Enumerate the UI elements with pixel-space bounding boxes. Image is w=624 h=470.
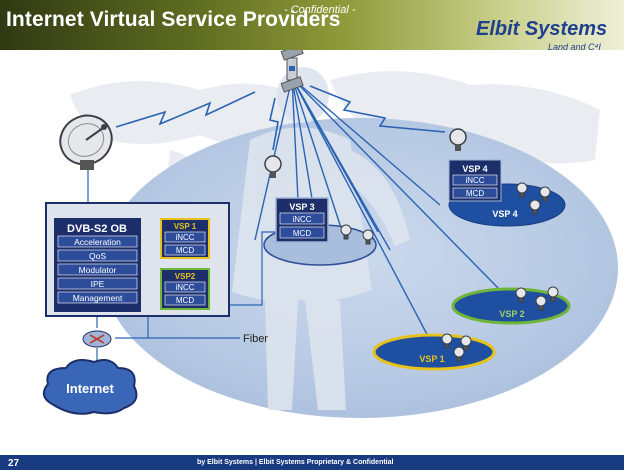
page-number: 27 (8, 458, 20, 469)
hub-dish-icon (59, 114, 113, 170)
vsp3-item-incc: iNCC (292, 215, 311, 224)
terminal-icon (362, 229, 374, 245)
vsp2-box: VSP2 iNCC MCD (160, 268, 210, 310)
fiber-label: Fiber (243, 333, 268, 345)
header-band (0, 0, 624, 50)
hub-module-label: Modulator (79, 265, 117, 275)
satellite-beams (254, 77, 501, 341)
remote-terminals (340, 182, 559, 362)
footer-text: by Elbit Systems | Elbit Systems Proprie… (197, 459, 394, 466)
vsp1-item-mcd: MCD (176, 246, 194, 255)
vsp4-gateway-dish-icon (449, 128, 467, 151)
vsp3-gateway-dish-icon (264, 155, 282, 178)
satellite-icon (280, 44, 304, 93)
company-logo-subtitle: Land and C⁴I (548, 42, 601, 52)
terminal-icon (547, 286, 559, 302)
hub-module-label: Acceleration (74, 237, 121, 247)
vsp1-title: VSP 1 (174, 222, 197, 231)
lightning-links (115, 85, 446, 151)
vsp3-box: VSP 3 iNCC MCD (275, 197, 329, 243)
vsp4-box: VSP 4 iNCC MCD (448, 159, 502, 202)
terminal-icon (529, 199, 541, 215)
terminal-icon (460, 335, 472, 351)
internet-cloud-icon (42, 359, 138, 415)
hub-module-box (57, 249, 138, 262)
vsp4-item-incc: iNCC (465, 176, 484, 185)
company-logo: Elbit Systems (476, 18, 608, 40)
vsp3-title: VSP 3 (289, 202, 314, 212)
soldier-silhouette (232, 67, 410, 410)
cluster-vsp1-label: VSP 1 (419, 354, 444, 364)
footer-bar (0, 455, 624, 470)
vsp2-title: VSP2 (175, 272, 196, 281)
cluster-vsp4-label: VSP 4 (492, 209, 517, 219)
confidential-label: - Confidential - (284, 4, 356, 16)
hub-module-box (57, 291, 138, 304)
vsp2-item-incc: iNCC (175, 283, 194, 292)
hub-title: DVB-S2 OB (67, 223, 127, 235)
router-icon (82, 330, 112, 348)
vsp1-box: VSP 1 iNCC MCD (160, 218, 210, 259)
internet-label: Internet (66, 381, 114, 396)
vsp4-title: VSP 4 (462, 164, 487, 174)
terminal-icon (515, 287, 527, 303)
terminal-icon (539, 186, 551, 202)
terminal-icon (441, 333, 453, 349)
vsp4-item-mcd: MCD (466, 189, 484, 198)
hub-module-box (57, 263, 138, 276)
terminal-icon (516, 182, 528, 198)
hub-module-label: QoS (89, 251, 106, 261)
vsp2-item-mcd: MCD (176, 296, 194, 305)
hub-module-box (57, 235, 138, 248)
terminal-icon (535, 295, 547, 311)
terminal-icon (453, 346, 465, 362)
cluster-vsp2-label: VSP 2 (499, 309, 524, 319)
hub-module-box (57, 277, 138, 290)
hub-module-label: IPE (91, 279, 105, 289)
terminal-icon (340, 224, 352, 240)
vsp1-item-incc: iNCC (175, 233, 194, 242)
slide-title: Internet Virtual Service Providers (6, 8, 341, 31)
hub-module-label: Management (73, 293, 123, 303)
vsp3-item-mcd: MCD (293, 229, 311, 238)
